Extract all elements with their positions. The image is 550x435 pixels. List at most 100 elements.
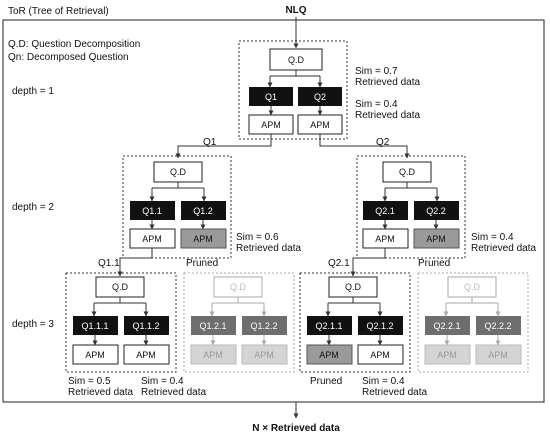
q2-node bbox=[298, 87, 342, 106]
edge-q2-1-label: Q2.1 bbox=[328, 258, 350, 269]
edge-q2-label: Q2 bbox=[376, 137, 390, 148]
q1-1-2-node bbox=[124, 316, 169, 335]
q2-2-1-apm-label: APM bbox=[437, 350, 457, 360]
depth1-split-lines bbox=[270, 70, 320, 77]
depth1-qd-label: Q.D bbox=[288, 55, 305, 65]
q2-2-1-node-label: Q2.2.1 bbox=[433, 321, 460, 331]
q2-1-1-apm-pruned bbox=[306, 344, 353, 365]
q2-1-node bbox=[363, 201, 408, 220]
q1-1-2-apm bbox=[123, 344, 170, 365]
q1-2-node bbox=[181, 201, 226, 220]
edge-q1-label: Q1 bbox=[203, 137, 217, 148]
q1-2-1-apm-label: APM bbox=[203, 350, 223, 360]
q2-apm-label: APM bbox=[310, 120, 330, 130]
q1-node bbox=[249, 87, 293, 106]
q2-1-2-apm bbox=[357, 344, 404, 365]
q2-1-2-node bbox=[358, 316, 403, 335]
depth2-right-qd-label: Q.D bbox=[399, 167, 416, 177]
q2-2-node-label: Q2.2 bbox=[426, 206, 446, 216]
q1-2-2-node-label: Q1.2.2 bbox=[250, 321, 277, 331]
q1-2-apm-pruned bbox=[180, 228, 227, 249]
legend-qd: Q.D: Question Decomposition bbox=[8, 39, 140, 50]
q1-1-node bbox=[130, 201, 175, 220]
legend-qn: Qn: Decomposed Question bbox=[8, 52, 129, 63]
depth3-a-qd-label: Q.D bbox=[112, 282, 129, 292]
q1-2-2-apm bbox=[241, 344, 288, 365]
q2-1-2-node-label: Q2.1.2 bbox=[366, 321, 393, 331]
edge-q1-1-connector bbox=[117, 248, 153, 277]
depth-1-label: depth = 1 bbox=[12, 86, 54, 97]
depth2-left-pruned: Pruned bbox=[186, 258, 218, 269]
q2-2-1-apm bbox=[424, 344, 471, 365]
q2-2-2-apm-label: APM bbox=[488, 350, 508, 360]
edge-q2-connector bbox=[319, 134, 410, 159]
q1-1-2-apm-label: APM bbox=[136, 350, 156, 360]
q1-2-1-apm bbox=[190, 344, 237, 365]
depth-3-label: depth = 3 bbox=[12, 319, 54, 330]
depth3-group-a bbox=[65, 272, 177, 373]
q2-2-1-node bbox=[425, 316, 470, 335]
edge-q1-connector bbox=[175, 134, 272, 159]
depth3-a-sim2: Sim = 0.4 bbox=[141, 376, 184, 387]
depth2-left-qd-label: Q.D bbox=[170, 167, 187, 177]
q2-2-node bbox=[414, 201, 459, 220]
tor-title: ToR (Tree of Retrieval) bbox=[8, 6, 109, 17]
q2-1-1-node-label: Q2.1.1 bbox=[315, 321, 342, 331]
q2-2-2-node bbox=[476, 316, 521, 335]
depth1-sim-q1: Sim = 0.7 bbox=[355, 66, 398, 77]
nlq-label: NLQ bbox=[285, 5, 306, 16]
q1-1-1-node-label: Q1.1.1 bbox=[81, 321, 108, 331]
depth1-group bbox=[238, 40, 348, 140]
depth3-a-retrieved2: Retrieved data bbox=[141, 387, 206, 398]
depth3-a-sim1: Sim = 0.5 bbox=[68, 376, 111, 387]
depth1-retrieved-q2: Retrieved data bbox=[355, 110, 420, 121]
depth2-left-sim: Sim = 0.6 bbox=[236, 232, 279, 243]
q2-1-apm-label: APM bbox=[375, 234, 395, 244]
depth2-right-group bbox=[356, 155, 466, 259]
depth3-c-pruned: Pruned bbox=[310, 376, 342, 387]
q2-1-1-apm-label: APM bbox=[319, 350, 339, 360]
q1-2-2-node bbox=[242, 316, 287, 335]
q2-1-2-apm-label: APM bbox=[370, 350, 390, 360]
q1-1-1-apm-label: APM bbox=[85, 350, 105, 360]
q2-2-apm-pruned bbox=[413, 228, 460, 249]
q2-1-1-node bbox=[307, 316, 352, 335]
q2-2-apm-label: APM bbox=[426, 234, 446, 244]
q2-2-2-node-label: Q2.2.2 bbox=[484, 321, 511, 331]
depth3-b-qd-label: Q.D bbox=[230, 282, 247, 292]
q1-2-1-node bbox=[191, 316, 236, 335]
depth3-c-retrieved2: Retrieved data bbox=[362, 387, 427, 398]
depth3-a-retrieved1: Retrieved data bbox=[68, 387, 133, 398]
depth3-c-qd-label: Q.D bbox=[345, 282, 362, 292]
depth3-group-b-pruned bbox=[183, 272, 295, 373]
q2-1-node-label: Q2.1 bbox=[375, 206, 395, 216]
edge-q1-1-label: Q1.1 bbox=[98, 258, 120, 269]
depth2-left-retrieved: Retrieved data bbox=[236, 243, 301, 254]
depth3-c-sim2: Sim = 0.4 bbox=[362, 376, 405, 387]
q1-2-1-node-label: Q1.2.1 bbox=[199, 321, 226, 331]
depth3-d-qd-label: Q.D bbox=[464, 282, 481, 292]
q2-2-2-apm bbox=[475, 344, 522, 365]
depth2-right-sim: Sim = 0.4 bbox=[471, 232, 514, 243]
depth1-sim-q2: Sim = 0.4 bbox=[355, 99, 398, 110]
depth2-right-retrieved: Retrieved data bbox=[471, 243, 536, 254]
q1-node-label: Q1 bbox=[265, 92, 277, 102]
depth3-group-d-pruned bbox=[417, 272, 529, 373]
q1-1-1-node bbox=[73, 316, 118, 335]
q1-apm-label: APM bbox=[261, 120, 281, 130]
edge-q2-1-connector bbox=[350, 248, 386, 277]
tor-frame bbox=[2, 19, 545, 403]
q1-1-2-node-label: Q1.1.2 bbox=[132, 321, 159, 331]
q1-2-node-label: Q1.2 bbox=[193, 206, 213, 216]
depth3-group-c bbox=[299, 272, 411, 373]
output-label: N × Retrieved data bbox=[252, 423, 340, 434]
depth2-left-group bbox=[122, 155, 232, 259]
q1-1-apm-label: APM bbox=[142, 234, 162, 244]
q1-1-node-label: Q1.1 bbox=[142, 206, 162, 216]
q2-node-label: Q2 bbox=[314, 92, 326, 102]
q1-1-1-apm bbox=[72, 344, 119, 365]
depth1-retrieved-q1: Retrieved data bbox=[355, 77, 420, 88]
q1-2-apm-label: APM bbox=[193, 234, 213, 244]
depth-2-label: depth = 2 bbox=[12, 202, 54, 213]
